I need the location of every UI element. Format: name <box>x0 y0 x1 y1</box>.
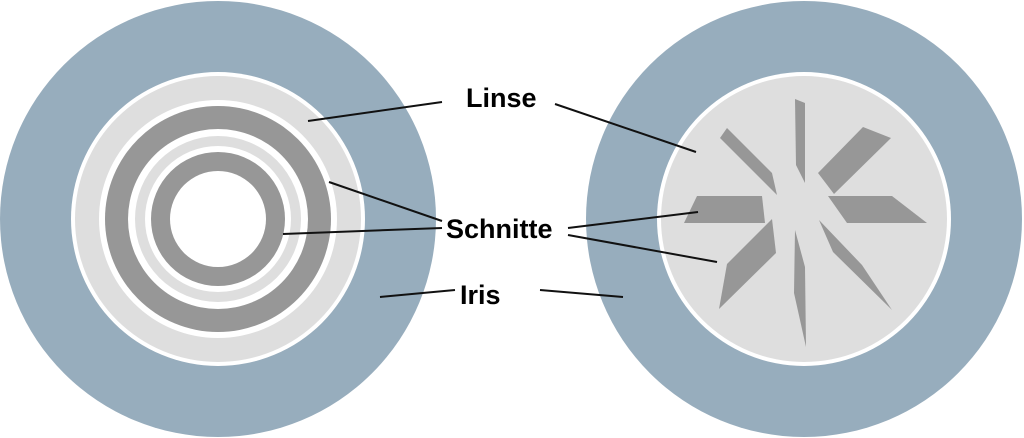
iris-leader-left <box>379 289 456 298</box>
label-lens: Linse <box>466 83 537 113</box>
label-cuts: Schnitte <box>446 214 553 244</box>
left-center <box>170 171 266 267</box>
radial-cut <box>818 127 891 194</box>
lens-leader-right <box>554 103 697 153</box>
radial-cut <box>684 196 765 223</box>
cuts-leader-right-lower <box>567 234 718 263</box>
lens-leader-left <box>307 101 443 122</box>
right-eye-radial-cuts <box>586 1 1022 437</box>
cuts-leader-right-upper <box>567 211 699 229</box>
cuts-leader-left-inner <box>282 227 443 235</box>
iris-leader-right <box>539 289 624 298</box>
cuts-leader-left-outer <box>328 181 443 222</box>
radial-cut <box>794 230 806 347</box>
label-iris: Iris <box>460 280 501 310</box>
radial-cut <box>828 196 927 223</box>
left-eye-concentric-cuts <box>0 1 436 437</box>
radial-cut <box>720 128 777 195</box>
radial-cut <box>819 220 892 310</box>
radial-cut <box>719 219 776 309</box>
radial-cut <box>795 99 805 183</box>
leader-lines <box>282 101 718 298</box>
